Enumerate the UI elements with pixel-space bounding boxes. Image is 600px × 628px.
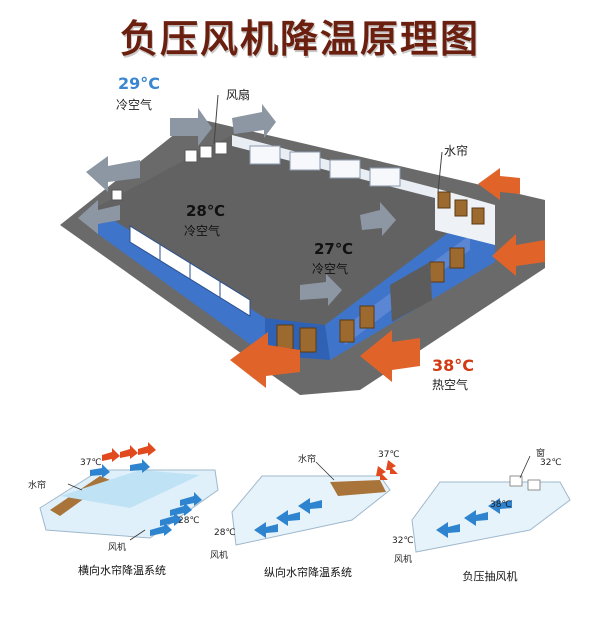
- curtain-label: 水帘: [444, 144, 469, 158]
- cold-air-arrows: [78, 104, 396, 306]
- mini-diagram-1: [39, 442, 219, 541]
- fan-pointer: [213, 94, 219, 145]
- back-windows: [249, 145, 401, 187]
- inside-temp-2: 27℃: [314, 240, 354, 258]
- curtain-pointer: [437, 151, 443, 193]
- d3-window-label: 窗: [536, 449, 546, 459]
- hot-air-arrows: [230, 168, 545, 388]
- page-title: 负压风机降温原理图: [119, 17, 480, 61]
- fan-cluster: [111, 141, 228, 201]
- d2-caption: 纵向水帘降温系统: [264, 566, 352, 579]
- d1-cool-temp: 28℃: [178, 516, 200, 526]
- inside-temp-1: 28℃: [186, 202, 226, 220]
- d1-hot-temp: 37℃: [80, 458, 102, 468]
- fan-label: 风扇: [226, 88, 251, 102]
- d1-curtain-label: 水帘: [28, 481, 47, 491]
- d1-caption: 横向水帘降温系统: [78, 564, 166, 577]
- d2-fan-label: 风机: [210, 551, 229, 561]
- d3-cool-temp: 32℃: [392, 536, 414, 546]
- d2-curtain-label: 水帘: [298, 455, 317, 465]
- door: [390, 262, 432, 322]
- d3-fan-label: 风机: [394, 555, 413, 565]
- hot-label: 热空气: [432, 378, 469, 392]
- inside-label-1: 冷空气: [184, 224, 221, 238]
- outside-cold-temp: 29°C: [118, 74, 161, 93]
- d3-mid-temp: 38℃: [490, 500, 512, 510]
- mini-diagram-3: [411, 455, 571, 553]
- mini-diagram-2: [231, 460, 398, 546]
- water-curtain-pads: [276, 191, 485, 353]
- hot-temp: 38°C: [432, 356, 475, 375]
- d1-fan-label: 风机: [108, 543, 127, 553]
- d3-hot-temp: 32℃: [540, 458, 562, 468]
- outside-cold-label: 冷空气: [116, 98, 153, 112]
- d2-cool-temp: 28℃: [214, 528, 236, 538]
- d3-caption: 负压抽风机: [462, 570, 518, 583]
- left-windows: [129, 225, 251, 317]
- d2-hot-temp: 37℃: [378, 450, 400, 460]
- inside-label-2: 冷空气: [312, 262, 349, 276]
